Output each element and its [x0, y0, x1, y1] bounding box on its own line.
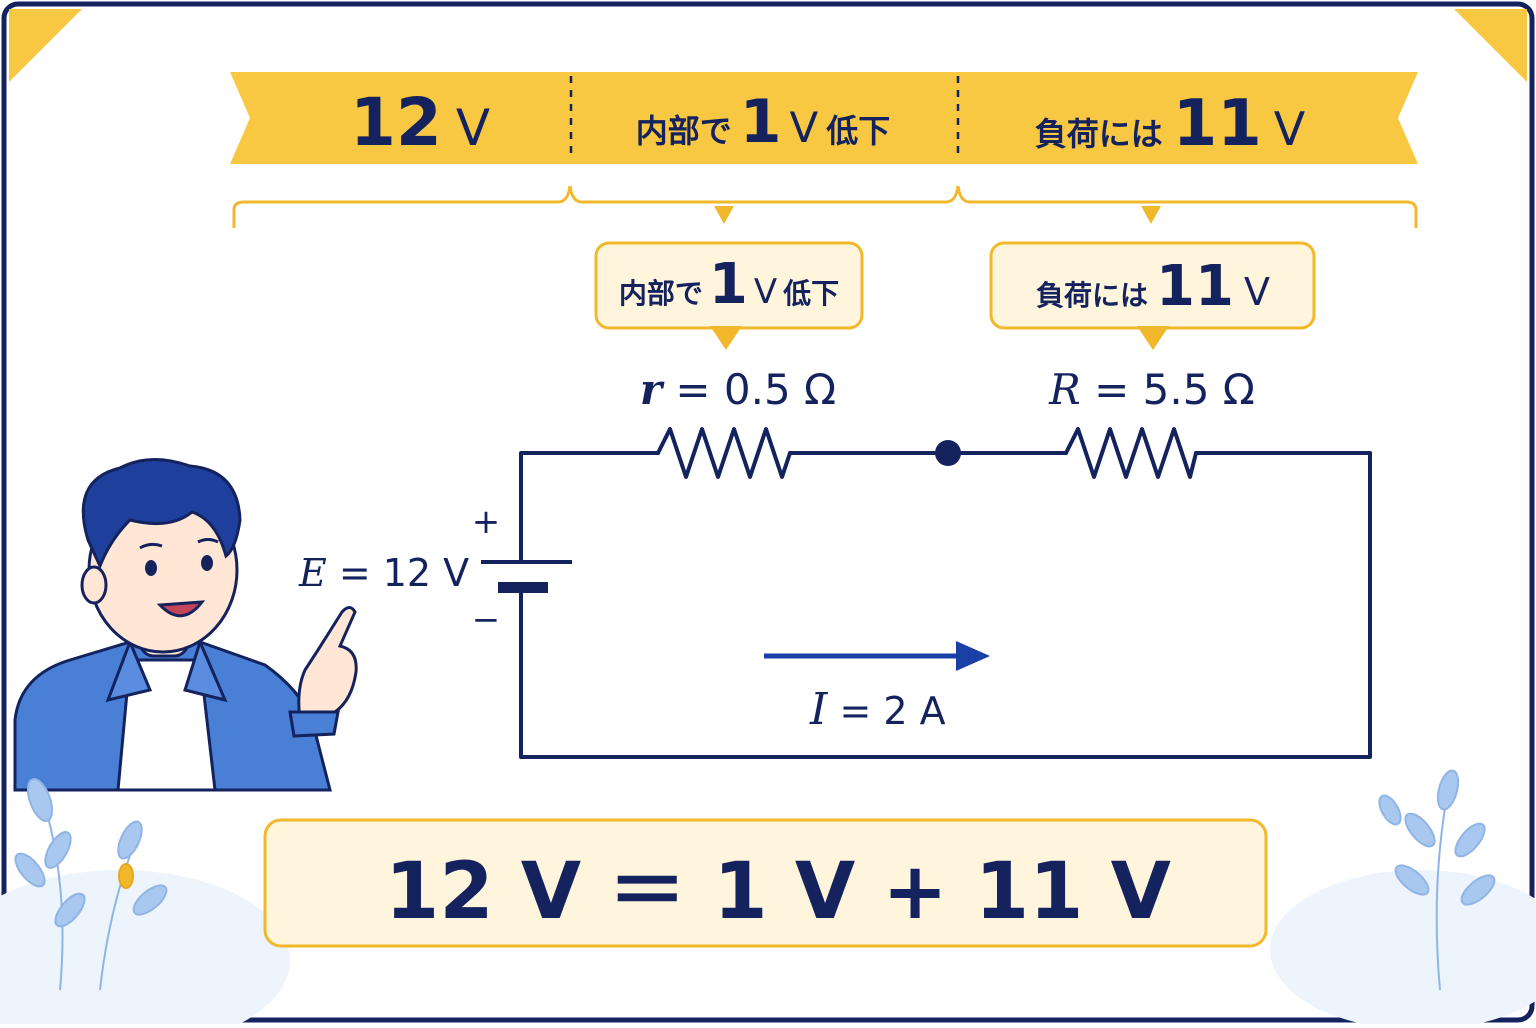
emf-symbol: E: [298, 551, 327, 595]
current-symbol: I: [809, 684, 829, 735]
left-eye: [145, 560, 157, 576]
emf-label: E = 12 V: [298, 551, 469, 595]
voltage-banner: [230, 72, 1418, 164]
callout-internal-pointer: [710, 326, 742, 350]
callout-load-pointer: [1137, 326, 1169, 350]
background-cloud-right: [1270, 870, 1536, 1028]
leaf: [1436, 769, 1460, 811]
banner-load-value: 11: [1173, 87, 1262, 161]
banner-internal-prefix: 内部で: [636, 112, 732, 150]
banner-internal-suffix: 低下: [826, 112, 890, 150]
callout-internal-suffix: 低下: [782, 277, 839, 310]
leaf: [14, 852, 46, 888]
banner-internal-unit: V: [790, 103, 819, 152]
corner-accent-right: [1454, 9, 1527, 82]
callout-internal-prefix: 内部で: [619, 277, 703, 310]
mouth: [156, 600, 206, 618]
load-resistance-value: = 5.5 Ω: [1081, 365, 1255, 414]
internal-resistor-zigzag: [656, 427, 792, 479]
brace-line: [232, 185, 1418, 228]
leaf: [44, 831, 72, 869]
current-label: I = 2 A: [809, 684, 946, 735]
leaf: [132, 884, 168, 916]
banner-load-unit: V: [1274, 102, 1306, 156]
sleeve-cuff: [288, 710, 340, 738]
emf-value: = 12 V: [327, 551, 469, 595]
flower-bud: [118, 863, 134, 889]
ear: [80, 565, 108, 605]
callout-load-value: 11: [1156, 254, 1234, 319]
pointing-hand: [297, 606, 358, 722]
corner-accent-left: [9, 9, 82, 82]
internal-resistance-value: = 0.5 Ω: [662, 365, 836, 414]
callout-internal-unit: V: [754, 272, 777, 312]
leaf: [1394, 864, 1430, 896]
junction-node: [935, 440, 961, 466]
battery-plus-sign: +: [472, 502, 501, 542]
current-arrow-head: [956, 641, 990, 671]
right-eyebrow: [197, 538, 219, 544]
wire-top-left: [519, 451, 660, 564]
battery-negative-plate: [498, 582, 548, 593]
leaf: [117, 820, 143, 860]
callout-load-prefix: 負荷には: [1036, 279, 1148, 312]
leaf: [1404, 812, 1436, 848]
current-value: = 2 A: [827, 689, 945, 733]
teacher-pointing-icon: [13, 457, 358, 792]
callout-internal-value: 1: [709, 252, 748, 317]
banner-total-value: 12: [350, 84, 442, 161]
lapel-left: [105, 637, 153, 703]
brace-pointer-load: [1141, 206, 1161, 224]
battery-minus-sign: −: [472, 600, 501, 640]
banner-load-prefix: 負荷には: [1035, 115, 1163, 153]
load-resistance-label: R = 5.5 Ω: [1048, 365, 1255, 414]
wire-loop: [519, 451, 1372, 759]
right-eye: [201, 555, 213, 571]
banner-total-unit: V: [456, 99, 490, 157]
leaf: [1460, 874, 1496, 906]
left-eyebrow: [139, 542, 163, 550]
load-resistance-symbol: R: [1048, 365, 1081, 414]
internal-resistance-label: r = 0.5 Ω: [640, 365, 836, 414]
lapel-right: [183, 637, 228, 703]
internal-resistance-symbol: r: [640, 365, 665, 414]
leaf: [54, 892, 86, 928]
load-resistor-zigzag: [1064, 427, 1198, 479]
leaf-sprig-icon: [14, 769, 1496, 991]
leaf: [1378, 794, 1402, 826]
leaf: [1454, 822, 1486, 858]
equation-box: [263, 818, 1268, 948]
voltage-equation: 12 V ＝ 1 V + 11 V: [385, 847, 1171, 937]
banner-internal-value: 1: [740, 87, 782, 157]
brace-pointer-internal: [714, 206, 734, 224]
hair: [81, 457, 242, 570]
leaf: [26, 778, 54, 822]
callout-load-unit: V: [1244, 270, 1270, 314]
